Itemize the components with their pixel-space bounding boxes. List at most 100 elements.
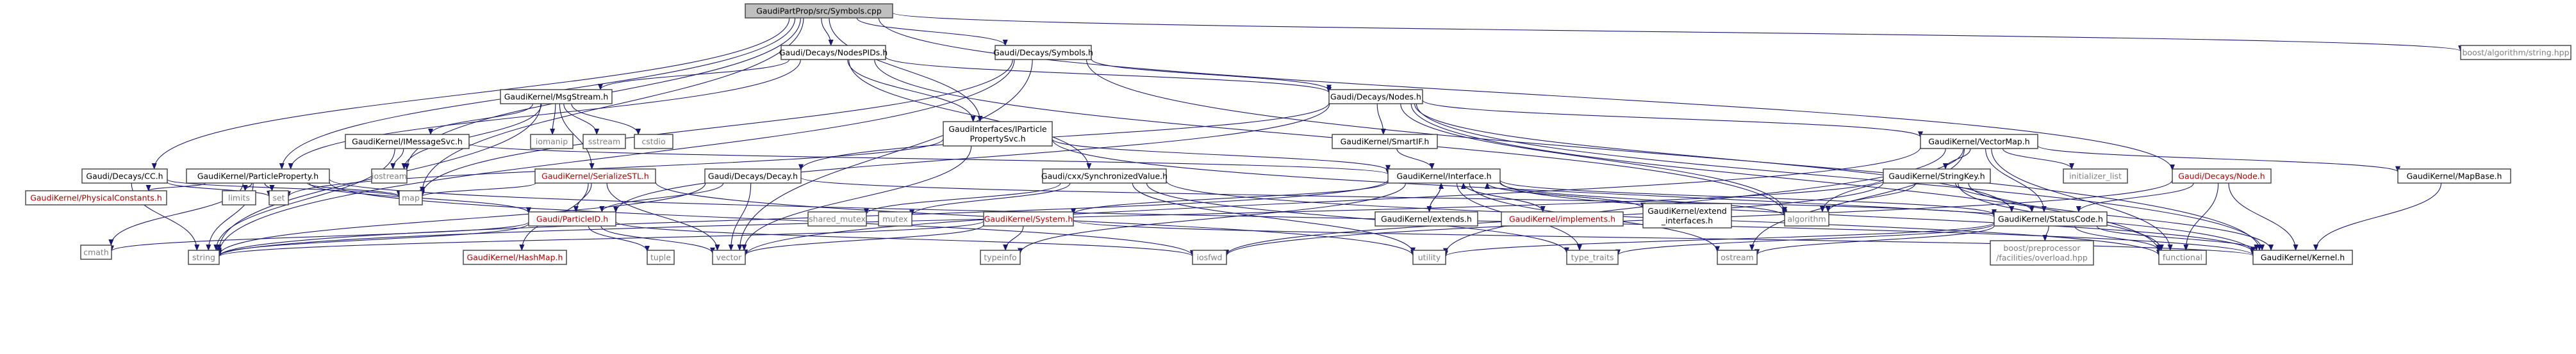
- node-box: [534, 168, 656, 184]
- node-kernel[interactable]: GaudiKernel/Kernel.h: [2252, 250, 2353, 265]
- edge-vectormap-to-initializer_list: [2002, 148, 2074, 170]
- node-label: GaudiKernel/PhysicalConstants.h: [30, 193, 162, 203]
- edge-decays_symbols-to-map: [420, 59, 1013, 196]
- node-statuscode[interactable]: GaudiKernel/StatusCode.h: [1994, 211, 2108, 227]
- edge-vectormap-to-ostream: [1749, 148, 1965, 251]
- edge-msgstream-to-sstream: [563, 103, 600, 135]
- node-box: [1784, 211, 1829, 227]
- node-label: iomanip: [536, 137, 568, 147]
- edge-particleproperty-to-set: [264, 182, 275, 191]
- node-decays_nodespids[interactable]: Gaudi/Decays/NodesPIDs.h: [779, 45, 888, 60]
- node-smartif[interactable]: GaudiKernel/SmartIF.h: [1332, 134, 1438, 149]
- node-synchronizedvalue[interactable]: Gaudi/cxx/SynchronizedValue.h: [1041, 168, 1168, 184]
- node-box: [2158, 250, 2207, 265]
- node-label: GaudiKernel/SmartIF.h: [1341, 137, 1430, 147]
- node-label: boost/algorithm/string.hpp: [2462, 48, 2569, 58]
- node-box: [25, 190, 167, 205]
- node-label: initializer_list: [2069, 172, 2122, 181]
- edge-decays_cc-to-set: [167, 181, 272, 197]
- node-root[interactable]: GaudiPartProp/src/Symbols.cpp: [745, 3, 893, 19]
- edge-msgstream-to-cstdio: [571, 103, 641, 135]
- edge-synchronizedvalue-to-type_traits: [1146, 182, 1569, 254]
- node-msgstream[interactable]: GaudiKernel/MsgStream.h: [500, 89, 613, 104]
- node-label: Gaudi/Decays/Node.h: [2178, 172, 2265, 181]
- node-string: string: [188, 250, 220, 265]
- edge-particleproperty-to-physicalconstants: [145, 182, 206, 191]
- node-limits: limits: [222, 190, 256, 205]
- node-typeinfo: typeinfo: [980, 250, 1021, 265]
- node-label: GaudiKernel/ParticleProperty.h: [197, 172, 318, 181]
- edge-vectormap-to-vector: [743, 147, 1921, 257]
- edge-decays_symbols-to-vector: [737, 59, 1033, 251]
- edge-decays_symbols-to-decays_nodes: [1091, 58, 1332, 92]
- node-cmath: cmath: [80, 245, 112, 260]
- node-stringkey[interactable]: GaudiKernel/StringKey.h: [1883, 168, 1991, 184]
- node-mapbase[interactable]: GaudiKernel/MapBase.h: [2397, 168, 2511, 184]
- node-label: GaudiKernel/StringKey.h: [1888, 172, 1985, 181]
- edge-particleid-to-vector: [600, 225, 715, 254]
- edge-statuscode-to-kernel: [2096, 225, 2259, 251]
- edge-particleid-to-cmath: [109, 221, 529, 252]
- node-extend_interfaces[interactable]: GaudiKernel/extend_interfaces.h: [1642, 203, 1732, 229]
- node-box: [1192, 250, 1227, 265]
- node-mutex: mutex: [878, 211, 912, 227]
- edge-implements-to-interface: [1460, 182, 1544, 213]
- node-box: [2252, 250, 2353, 265]
- node-boost_algorithm: boost/algorithm/string.hpp: [2460, 45, 2572, 60]
- node-box: [1328, 89, 1423, 104]
- node-cstdio: cstdio: [634, 134, 673, 149]
- edge-decays_nodespids-to-synchronizedvalue: [848, 59, 1092, 170]
- node-label: GaudiKernel/HashMap.h: [467, 253, 563, 262]
- edge-statuscode-to-boost_overload: [2042, 225, 2049, 241]
- node-box: [1717, 250, 1758, 265]
- node-box: [878, 211, 912, 227]
- node-label: type_traits: [1571, 253, 1614, 262]
- node-box: [371, 168, 408, 184]
- edge-msgstream-to-iomanip: [550, 103, 556, 135]
- node-label: Gaudi/Decays/Decay.h: [708, 172, 798, 181]
- edge-decays_node-to-kernel: [2228, 182, 2299, 251]
- node-box: [186, 168, 330, 184]
- node-decays_cc[interactable]: Gaudi/Decays/CC.h: [81, 168, 168, 184]
- node-label: GaudiKernel/extends.h: [1381, 214, 1472, 224]
- node-box: [1566, 250, 1619, 265]
- node-decays_symbols[interactable]: Gaudi/Decays/Symbols.h: [993, 45, 1093, 60]
- edge-stringkey-to-statuscode: [1955, 182, 2035, 213]
- node-extends[interactable]: GaudiKernel/extends.h: [1375, 211, 1478, 227]
- edge-decays_nodespids-to-msgstream: [598, 59, 790, 90]
- node-iostream: iostream: [371, 168, 408, 184]
- node-tuple: tuple: [647, 250, 675, 265]
- node-box: [1501, 211, 1624, 227]
- edge-msgstream-to-serializestl: [559, 103, 595, 170]
- edge-decays_nodes-to-vectormap: [1422, 99, 1923, 138]
- edge-statuscode-to-utility: [1443, 221, 1995, 257]
- node-physicalconstants: GaudiKernel/PhysicalConstants.h: [25, 190, 167, 205]
- node-decays_nodes[interactable]: Gaudi/Decays/Nodes.h: [1328, 89, 1423, 104]
- node-box: [780, 45, 886, 60]
- node-particleproperty[interactable]: GaudiKernel/ParticleProperty.h: [186, 168, 330, 184]
- node-label: shared_mutex: [809, 214, 866, 224]
- edge-iparticlepropsvc-to-interface: [1052, 138, 1391, 172]
- edge-decays_decay-to-statuscode: [800, 177, 1997, 218]
- edge-decays_symbols-to-string: [217, 59, 1015, 255]
- edge-decays_nodespids-to-algorithm: [874, 59, 1787, 216]
- edge-decays_nodes-to-decays_decay: [798, 102, 1330, 171]
- node-label: GaudiInterfaces/IParticle: [948, 124, 1047, 134]
- node-vectormap[interactable]: GaudiKernel/VectorMap.h: [1920, 134, 2038, 149]
- edge-vectormap-to-functional: [1991, 148, 2173, 251]
- node-label: algorithm: [1787, 214, 1826, 224]
- node-box: [1332, 134, 1438, 149]
- edge-synchronizedvalue-to-shared_mutex: [864, 182, 1061, 215]
- edge-smartif-to-interface: [1396, 148, 1435, 170]
- node-imessagesvc[interactable]: GaudiKernel/IMessageSvc.h: [345, 134, 470, 149]
- node-box: [2063, 168, 2128, 184]
- node-interface[interactable]: GaudiKernel/Interface.h: [1387, 168, 1501, 184]
- edge-statuscode-to-functional: [2074, 225, 2161, 252]
- node-box: [704, 168, 802, 184]
- edge-system-to-kernel: [1073, 220, 2256, 257]
- node-box: [943, 121, 1053, 147]
- edge-root-to-decays_node: [878, 17, 2175, 171]
- node-label: ostream: [1721, 253, 1753, 262]
- node-decays_decay[interactable]: Gaudi/Decays/Decay.h: [704, 168, 802, 184]
